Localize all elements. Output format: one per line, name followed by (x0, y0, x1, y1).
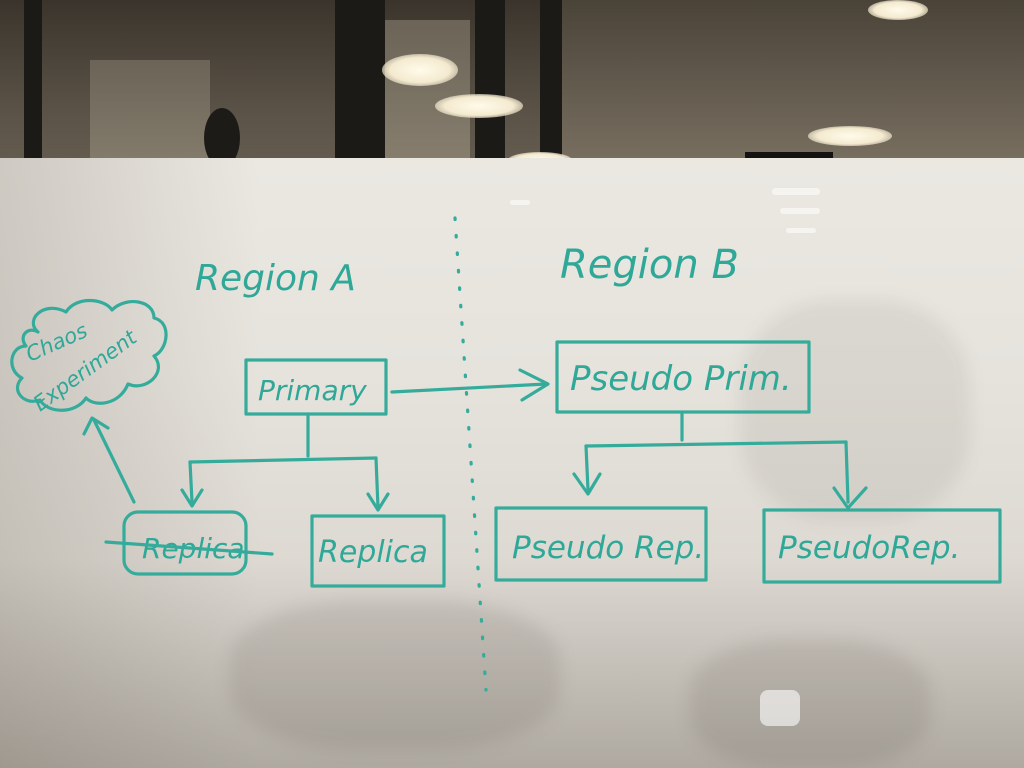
arrow-head (518, 368, 550, 402)
region-a-label: Region A (195, 258, 356, 299)
ceiling-light (435, 94, 523, 118)
blurred-laptop (690, 640, 930, 768)
tree-arrow-right (844, 440, 850, 504)
tree-arrow-left (584, 444, 590, 492)
blurred-chair (230, 600, 560, 750)
light-reflection (510, 200, 530, 205)
pseudo-replica-1-label: Pseudo Rep. (512, 530, 704, 566)
pseudo-tree-branch (584, 440, 848, 448)
door-frame (540, 0, 562, 175)
replica-box (310, 514, 446, 588)
arrow-head (180, 488, 204, 508)
light-reflection (772, 188, 820, 195)
region-divider (453, 216, 488, 692)
arrow-head (82, 416, 110, 436)
light-reflection (780, 208, 820, 214)
ceiling-light (382, 54, 458, 86)
arrow-head (832, 486, 868, 510)
pseudo-replica-2-box (762, 508, 1002, 584)
arrow-head (572, 472, 602, 496)
primary-tree-branch (188, 456, 378, 464)
tree-arrow-right (374, 456, 380, 510)
blurred-person (740, 300, 970, 520)
light-reflection (760, 690, 800, 726)
office-wall (560, 0, 1024, 170)
primary-box (244, 358, 388, 416)
pseudo-replica-2-label: PseudoRep. (778, 530, 960, 566)
pseudo-replica-1-box (494, 506, 708, 582)
strike-through (104, 540, 274, 556)
tree-arrow-left (188, 460, 194, 504)
door-frame (24, 0, 42, 195)
door-frame (335, 0, 385, 185)
replication-arrow (390, 382, 548, 394)
region-b-label: Region B (560, 242, 739, 288)
light-reflection (786, 228, 816, 233)
replica-label: Replica (318, 535, 428, 570)
ceiling-light (868, 0, 928, 20)
chaos-experiment-cloud (10, 298, 168, 412)
glass-shading (0, 560, 1024, 768)
door-frame (475, 0, 505, 180)
primary-label: Primary (258, 374, 367, 407)
pseudo-primary-label: Pseudo Prim. (570, 359, 792, 399)
ceiling-light (808, 126, 892, 146)
arrow-head (366, 492, 390, 512)
arrow-to-cloud (92, 418, 136, 504)
frosted-glass-board (0, 158, 1024, 768)
pseudo-primary-box (555, 340, 811, 414)
